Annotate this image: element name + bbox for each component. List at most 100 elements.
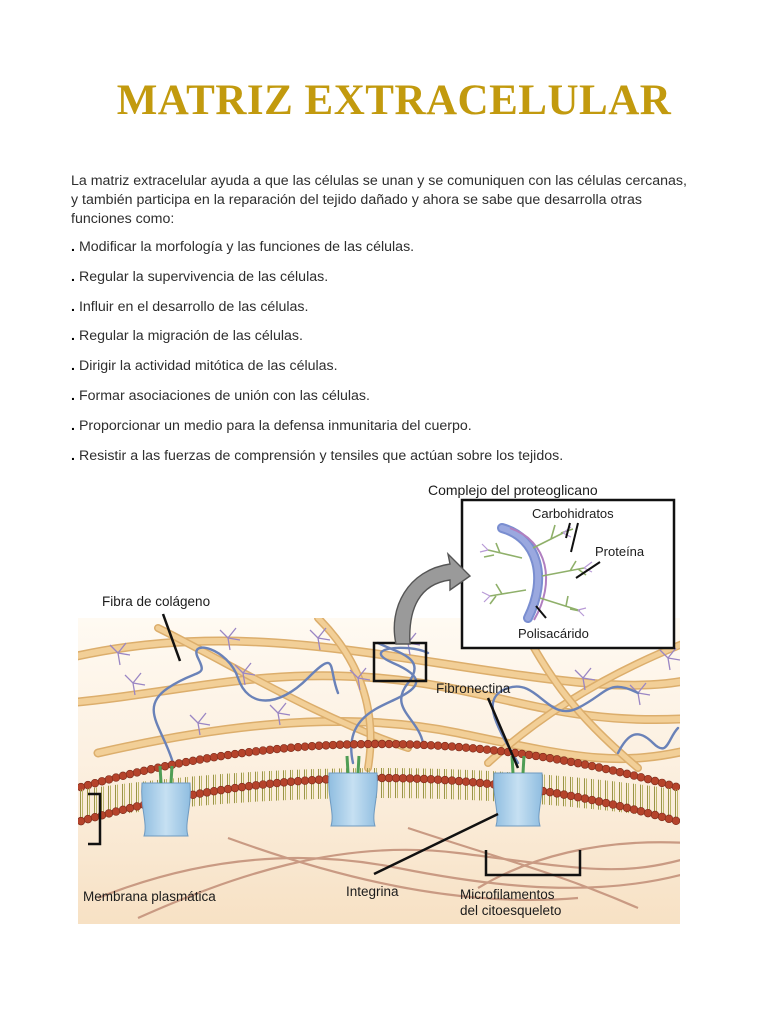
phospholipid-head xyxy=(559,756,569,765)
phospholipid-head xyxy=(104,775,114,784)
list-item: .Proporcionar un medio para la defensa i… xyxy=(71,418,711,448)
phospholipid-head xyxy=(83,814,93,824)
bullet-marker: . xyxy=(71,328,75,345)
label-leader-lines xyxy=(88,613,582,877)
phospholipid-head xyxy=(384,739,394,749)
phospholipid-head xyxy=(412,774,422,783)
phospholipid-heads-top xyxy=(78,739,680,792)
phospholipid-head xyxy=(468,744,478,753)
bullet-marker: . xyxy=(71,417,75,434)
phospholipid-head xyxy=(475,778,485,788)
phospholipid-head xyxy=(629,805,639,814)
phospholipid-head xyxy=(447,742,457,751)
integrin-proteins xyxy=(141,755,543,837)
phospholipid-head xyxy=(433,741,443,750)
phospholipid-head xyxy=(356,739,366,749)
phospholipid-head xyxy=(111,773,121,782)
phospholipid-head xyxy=(118,771,128,781)
phospholipid-head xyxy=(461,743,471,752)
label-microfilamentos-2: del citoesqueleto xyxy=(460,903,561,918)
phospholipid-head xyxy=(608,800,618,809)
list-item-text: Resistir a las fuerzas de comprensión y … xyxy=(78,447,564,464)
phospholipid-head xyxy=(328,740,338,750)
phospholipid-head xyxy=(209,787,219,796)
phospholipid-head xyxy=(237,782,247,792)
label-membrana-plasmatica: Membrana plasmática xyxy=(83,889,216,904)
phospholipid-head xyxy=(531,751,541,761)
phospholipid-head xyxy=(104,809,114,818)
phospholipid-head xyxy=(160,762,170,771)
proteoglycans xyxy=(109,627,680,736)
intro-paragraph: La matriz extracelular ayuda a que las c… xyxy=(71,173,687,227)
phospholipid-head xyxy=(552,755,562,764)
phospholipid-head xyxy=(496,747,506,756)
list-item: .Formar asociaciones de unión con las cé… xyxy=(71,388,711,418)
list-item-text: Formar asociaciones de unión con las cél… xyxy=(78,387,370,404)
functions-list: .Modificar la morfología y las funciones… xyxy=(71,239,711,477)
phospholipid-head xyxy=(475,744,485,754)
phospholipid-head xyxy=(580,794,590,803)
phospholipid-head xyxy=(384,773,394,783)
phospholipid-head xyxy=(664,814,674,824)
list-item: .Regular la migración de las células. xyxy=(71,328,711,358)
zoom-arrow xyxy=(393,551,472,645)
list-item-text: Regular la supervivencia de las células. xyxy=(78,268,329,285)
phospholipid-head xyxy=(265,779,275,788)
list-item-text: Dirigir la actividad mitótica de las cél… xyxy=(78,358,338,375)
phospholipid-head xyxy=(258,746,268,755)
phospholipid-head xyxy=(251,747,261,756)
phospholipid-head xyxy=(216,751,226,761)
bullet-marker: . xyxy=(71,298,75,315)
phospholipid-head xyxy=(237,748,247,758)
phospholipid-head xyxy=(251,781,261,790)
phospholipid-head xyxy=(314,775,324,784)
phospholipid-head xyxy=(643,774,653,784)
inset-title: Complejo del proteoglicano xyxy=(428,482,598,498)
phospholipid-head xyxy=(538,752,548,762)
list-item: .Modificar la morfología y las funciones… xyxy=(71,239,711,269)
phospholipid-head xyxy=(314,741,324,750)
phospholipid-head xyxy=(489,746,499,755)
phospholipid-head xyxy=(132,768,142,777)
phospholipid-head xyxy=(650,776,660,786)
phospholipid-head xyxy=(293,742,303,752)
inset-leader-lines xyxy=(535,522,601,619)
list-item: .Resistir a las fuerzas de comprensión y… xyxy=(71,448,711,478)
phospholipid-head xyxy=(594,797,604,806)
phospholipid-head xyxy=(209,753,219,762)
bullet-marker: . xyxy=(71,358,75,375)
phospholipid-head xyxy=(559,790,569,799)
phospholipid-head xyxy=(307,775,317,785)
phospholipid-head xyxy=(419,774,429,784)
phospholipid-head xyxy=(643,808,653,818)
phospholipid-head xyxy=(223,750,233,760)
phospholipid-head xyxy=(447,776,457,785)
phospholipid-head xyxy=(405,740,415,749)
phospholipid-head xyxy=(482,779,492,788)
phospholipid-head xyxy=(573,793,583,802)
phospholipid-head xyxy=(125,769,135,779)
phospholipid-head xyxy=(405,774,415,783)
phospholipid-head xyxy=(657,778,667,788)
label-integrina: Integrina xyxy=(346,884,399,899)
phospholipid-head xyxy=(426,775,436,784)
phospholipid-head xyxy=(342,740,352,749)
phospholipid-head xyxy=(440,775,450,785)
cytoskeleton-microfilaments xyxy=(97,826,680,920)
phospholipid-head xyxy=(118,805,128,815)
list-item-text: Proporcionar un medio para la defensa in… xyxy=(78,417,472,434)
phospholipid-head xyxy=(650,810,660,820)
phospholipid-head xyxy=(566,757,576,767)
phospholipid-head xyxy=(300,742,310,751)
phospholipid-head xyxy=(83,780,93,790)
label-fibronectina: Fibronectina xyxy=(436,681,511,696)
phospholipid-head xyxy=(608,766,618,775)
phospholipid-head xyxy=(335,740,345,749)
phospholipid-head xyxy=(146,765,156,774)
bullet-marker: . xyxy=(71,239,75,255)
phospholipid-head xyxy=(587,761,597,771)
phospholipid-head xyxy=(391,739,401,749)
phospholipid-head xyxy=(601,764,611,774)
phospholipid-head xyxy=(97,777,107,786)
